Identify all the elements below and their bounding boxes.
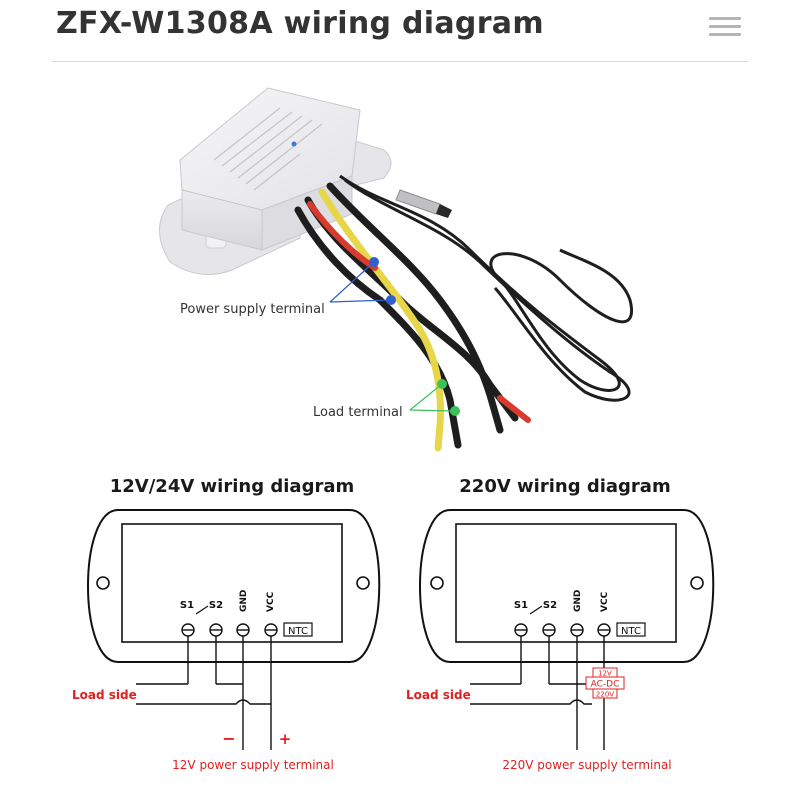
terminal-vcc-label: VCC bbox=[266, 591, 276, 612]
plus-sign: + bbox=[279, 730, 292, 748]
terminal-gnd-label: GND bbox=[239, 590, 249, 612]
module-220v-label: 220V bbox=[596, 691, 614, 699]
header-divider bbox=[52, 61, 748, 62]
menu-bar bbox=[709, 25, 741, 28]
diagram-12v-heading: 12V/24V wiring diagram bbox=[110, 476, 354, 497]
page-header: ZFX-W1308A wiring diagram bbox=[0, 0, 800, 62]
ntc-label: NTC bbox=[621, 626, 641, 637]
load-marker bbox=[450, 406, 460, 416]
power-supply-label: 220V power supply terminal bbox=[502, 758, 671, 772]
ntc-sensor-cable bbox=[339, 174, 633, 402]
ac-dc-module: 12V AC-DC 220V bbox=[585, 667, 625, 699]
load-callout bbox=[409, 379, 460, 416]
hamburger-menu-icon[interactable] bbox=[707, 14, 743, 40]
ntc-label: NTC bbox=[288, 626, 308, 637]
relay-switch-icon bbox=[529, 605, 543, 615]
ntc-box bbox=[616, 622, 646, 637]
power-supply-label: 12V power supply terminal bbox=[172, 758, 334, 772]
wiring-lines bbox=[470, 636, 605, 750]
power-supply-terminal-label: Power supply terminal bbox=[180, 302, 325, 317]
mounting-hole bbox=[356, 576, 370, 590]
controller-box bbox=[179, 87, 361, 251]
module-acdc-label: AC-DC bbox=[591, 680, 620, 690]
load-side-label: Load side bbox=[72, 688, 137, 702]
menu-bar bbox=[709, 33, 741, 36]
terminal-s2-label: S2 bbox=[209, 600, 223, 611]
diagram-220v: 220V wiring diagram S1 S2 GND VCC NTC bbox=[406, 476, 715, 772]
power-supply-callout bbox=[329, 257, 396, 305]
minus-sign: − bbox=[222, 729, 235, 748]
controller-panel bbox=[455, 523, 677, 643]
terminal-s1-label: S1 bbox=[514, 600, 528, 611]
mounting-hole bbox=[96, 576, 110, 590]
terminal-gnd-label: GND bbox=[573, 590, 583, 612]
ntc-sensor-probe bbox=[395, 189, 452, 218]
diagram-12v-24v: 12V/24V wiring diagram S1 S2 GND VCC NTC bbox=[72, 476, 381, 772]
mounting-hole bbox=[690, 576, 704, 590]
controller-panel bbox=[121, 523, 343, 643]
mounting-hole bbox=[430, 576, 444, 590]
relay-switch-icon bbox=[195, 605, 209, 615]
diagram-220v-heading: 220V wiring diagram bbox=[459, 476, 670, 497]
terminal-s1-label: S1 bbox=[180, 600, 194, 611]
module-12v-label: 12V bbox=[598, 670, 612, 678]
power-marker bbox=[386, 295, 396, 305]
power-marker bbox=[369, 257, 379, 267]
controller-mount-flange-right bbox=[351, 139, 392, 187]
load-marker bbox=[437, 379, 447, 389]
load-terminal-label: Load terminal bbox=[313, 405, 403, 420]
wiring-lines bbox=[136, 636, 272, 750]
menu-bar bbox=[709, 17, 741, 20]
page-title: ZFX-W1308A wiring diagram bbox=[56, 6, 544, 41]
ntc-box bbox=[283, 622, 313, 637]
terminal-s2-label: S2 bbox=[543, 600, 557, 611]
load-side-label: Load side bbox=[406, 688, 471, 702]
controller-outline bbox=[87, 509, 381, 663]
terminal-vcc-label: VCC bbox=[600, 591, 610, 612]
controller-outline bbox=[419, 509, 715, 663]
